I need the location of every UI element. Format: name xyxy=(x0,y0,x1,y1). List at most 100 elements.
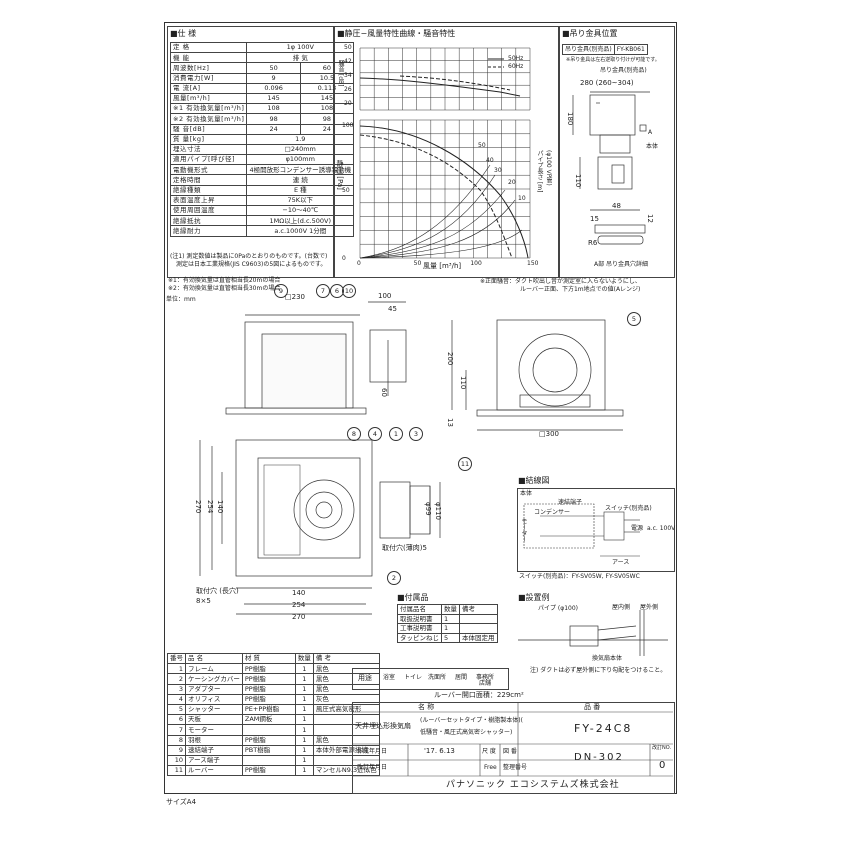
drawing-number: DN-302 xyxy=(574,752,624,763)
dim-100: 100 xyxy=(378,292,392,300)
title-name-header: 名 称 xyxy=(418,703,435,711)
sp-tick-label: 0 xyxy=(342,255,346,262)
dim-phi110: φ110 xyxy=(434,502,442,520)
created-label: 作成年月日 xyxy=(357,748,388,755)
parts-cell: マンセルN9.3近似色 xyxy=(312,765,380,777)
pipe-tick-label: 50 xyxy=(478,142,486,149)
spec-value-50hz: a.c.1000V 1分間 xyxy=(246,225,355,237)
spec-note-2: 測定は日本工業規格(JIS C9603)の5図によるものです。 xyxy=(176,261,327,268)
dim-140-vertical: 140 xyxy=(216,500,224,514)
pipe-curve-50 xyxy=(359,164,491,259)
pipe-tick-label: 10 xyxy=(518,195,526,202)
install-hood: 屋外側 xyxy=(640,604,659,611)
hanger-heading: ■吊り金具位置 xyxy=(562,29,618,38)
chart-xlabel: 風量 [m³/h] xyxy=(423,262,462,270)
x-tick-label: 150 xyxy=(527,260,539,267)
pipe-tick-label: 40 xyxy=(486,157,494,164)
dim-45: 45 xyxy=(388,305,397,313)
noise-curve-60 xyxy=(399,75,511,91)
callout-bubble: 11 xyxy=(458,457,472,471)
callout-bubble: 9 xyxy=(274,284,288,298)
wiring-switch: スイッチ(別売品) xyxy=(605,505,652,512)
use-row xyxy=(352,668,509,690)
noise-note-1: ※正面騒音：ダクト吹出し音が測定室に入らないようにし、 xyxy=(480,278,641,285)
dim-270-horizontal: 270 xyxy=(292,613,306,621)
use-item: 居間 xyxy=(454,674,467,681)
sp-tick-label: 100 xyxy=(342,122,354,129)
x-tick-label: 100 xyxy=(470,260,482,267)
hanger-table-value: FY-KB061 xyxy=(613,43,648,56)
mount-hole-label: 取付穴 (長穴) xyxy=(196,587,239,595)
sp-tick-label: 50 xyxy=(342,187,350,194)
hanger-dim-180: 180 xyxy=(566,112,574,126)
dim-13: 13 xyxy=(446,418,454,427)
pipe-curve-20 xyxy=(359,199,516,259)
x-tick-label: 50 xyxy=(413,260,422,267)
callout-bubble: 7 xyxy=(316,284,330,298)
spec-note-1: (注1) 測定数値は製品に0Paのとおりのものです。(台数で) xyxy=(170,253,328,260)
install-heading: ■設置例 xyxy=(518,593,550,602)
accessories-cell: 本体固定用 xyxy=(459,632,498,643)
install-pipe: パイプ (φ100) xyxy=(538,605,578,612)
revision-number: 0 xyxy=(659,760,666,771)
unit-label: 単位：mm xyxy=(166,296,196,303)
wiring-capacitor: コンデンサー xyxy=(534,509,571,516)
spec-heading: ■仕 様 xyxy=(170,29,197,38)
install-wall: 屋内側 xyxy=(612,604,631,611)
callout-bubble: 2 xyxy=(387,571,401,585)
callout-bubble: 8 xyxy=(347,427,361,441)
noise-tick-label: 34 xyxy=(344,72,352,80)
dim-200: 200 xyxy=(446,352,454,366)
spec-label: 絶縁耐力 xyxy=(169,225,248,237)
use-label: 用途 xyxy=(358,674,372,682)
noise-curve-50 xyxy=(359,77,521,97)
wiring-power: 電源 xyxy=(631,525,644,532)
scale-value: Free xyxy=(484,764,497,771)
dim-300: □300 xyxy=(539,430,559,438)
spec-foot-2: ※2：有効換気量は直管相当長30mの場合 xyxy=(168,285,281,292)
drawing-label: 図 番 xyxy=(503,748,517,755)
manage-label: 整理番号 xyxy=(503,764,528,771)
pipe-label: パイプ長さ [m] xyxy=(536,150,543,193)
scale-label: 尺 度 xyxy=(482,748,496,755)
revised-label: 改訂年月日 xyxy=(357,764,388,771)
title-code-header: 品 番 xyxy=(584,703,601,711)
dim-254-vertical: 254 xyxy=(206,500,214,514)
parts-cell: 11 xyxy=(167,765,186,777)
chart-heading: ■静圧−風量特性曲線・騒音特性 xyxy=(337,29,456,38)
callout-bubble: 4 xyxy=(368,427,382,441)
company-name: パナソニック エコシステムズ株式会社 xyxy=(446,780,620,790)
install-note: 注) ダクトは必ず屋外側に下り勾配をつけること。 xyxy=(530,667,667,674)
callout-bubble: 10 xyxy=(342,284,356,298)
opening-area: ルーバー開口面積：229cm² xyxy=(434,691,524,699)
wiring-motor: モーター xyxy=(520,518,527,542)
noise-tick-label: 50 xyxy=(344,44,352,51)
wiring-box xyxy=(517,488,675,572)
use-item: トイレ xyxy=(403,674,422,681)
dim-phi99: φ99 xyxy=(424,502,432,516)
hanger-a-label: A xyxy=(648,129,653,136)
hanger-dim-280: 280 (260~304) xyxy=(580,79,634,87)
created-date: '17. 6.13 xyxy=(424,747,455,755)
title-name-3: 低騒音・風圧式高気密シャッター) xyxy=(420,729,513,736)
noise-note-2: ルーバー正面、下方1m地点での値(Aレンジ) xyxy=(520,286,641,293)
noise-tick-label: 26 xyxy=(344,86,352,94)
wiring-heading: ■結線図 xyxy=(518,476,550,485)
model-number: FY-24C8 xyxy=(574,722,633,735)
x-tick-label: 0 xyxy=(357,260,361,267)
hanger-section xyxy=(559,26,675,278)
title-name-2: (ルーバーセットタイプ・樹脂製本体)( xyxy=(420,717,523,724)
sp-ylabel: 静圧 [Pa] xyxy=(336,160,344,190)
use-item: 浴室 xyxy=(382,674,395,681)
hanger-dim-48: 48 xyxy=(612,202,621,210)
hanger-dim-r6: R6 xyxy=(588,239,598,247)
mount-hole-size: 8×5 xyxy=(196,597,211,605)
